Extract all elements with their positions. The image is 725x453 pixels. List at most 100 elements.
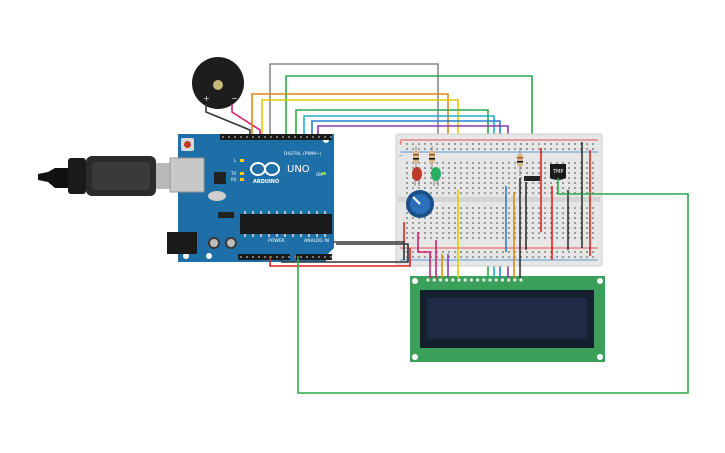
header-pin — [252, 256, 254, 258]
header-pin — [306, 256, 308, 258]
breadboard-hole — [418, 148, 420, 150]
breadboard-hole — [514, 212, 516, 214]
wire-gnd-black[interactable] — [281, 243, 409, 263]
header-pin — [222, 136, 224, 138]
wire-a0-dark[interactable] — [334, 241, 405, 260]
breadboard-hole — [436, 237, 438, 239]
resistor-icon[interactable] — [413, 146, 419, 170]
arduino-board[interactable]: ARDUINO UNO L TX RX ON DIGITAL (PWM~) PO… — [167, 134, 334, 262]
red-led-icon[interactable] — [412, 167, 422, 186]
wire-yellow[interactable] — [261, 99, 459, 150]
breadboard-hole — [454, 187, 456, 189]
breadboard-hole — [442, 167, 444, 169]
breadboard-hole — [502, 251, 504, 253]
wire-lcd-1[interactable] — [417, 232, 431, 278]
breadboard-hole — [538, 172, 540, 174]
breadboard-hole — [490, 172, 492, 174]
wire-5v-red[interactable] — [269, 248, 411, 267]
breadboard-hole — [514, 222, 516, 224]
wire-buzzer-minus[interactable] — [231, 104, 261, 137]
breadboard-hole — [538, 182, 540, 184]
breadboard-hole — [406, 237, 408, 239]
breadboard-hole — [556, 143, 558, 145]
breadboard-hole — [592, 207, 594, 209]
breadboard-hole — [502, 237, 504, 239]
breadboard-hole — [568, 237, 570, 239]
breadboard-hole — [406, 172, 408, 174]
breadboard-hole — [442, 172, 444, 174]
breadboard-hole — [544, 182, 546, 184]
breadboard-hole — [532, 237, 534, 239]
breadboard-hole — [484, 177, 486, 179]
breadboard-hole — [436, 212, 438, 214]
header-pin — [324, 256, 326, 258]
breadboard-hole — [568, 162, 570, 164]
breadboard-hole — [592, 256, 594, 258]
breadboard-hole — [496, 251, 498, 253]
breadboard-hole — [514, 237, 516, 239]
breadboard-hole — [478, 182, 480, 184]
breadboard-hole — [478, 143, 480, 145]
breadboard-hole — [574, 237, 576, 239]
buzzer-icon[interactable]: + − — [192, 57, 244, 109]
breadboard-hole — [502, 143, 504, 145]
breadboard-hole — [556, 217, 558, 219]
resistor-icon[interactable] — [517, 148, 523, 176]
breadboard-hole — [538, 222, 540, 224]
breadboard-hole — [562, 237, 564, 239]
breadboard-hole — [580, 148, 582, 150]
breadboard-hole — [508, 237, 510, 239]
breadboard-hole — [466, 256, 468, 258]
green-led-icon[interactable] — [431, 167, 441, 186]
breadboard-hole — [574, 143, 576, 145]
breadboard-hole — [496, 192, 498, 194]
breadboard-hole — [568, 148, 570, 150]
breadboard-hole — [478, 217, 480, 219]
breadboard-hole — [466, 222, 468, 224]
breadboard-hole — [424, 148, 426, 150]
breadboard-hole — [520, 148, 522, 150]
breadboard-hole — [496, 256, 498, 258]
breadboard-hole — [424, 182, 426, 184]
breadboard-hole — [478, 172, 480, 174]
lcd-pin — [482, 278, 486, 282]
breadboard-hole — [442, 217, 444, 219]
breadboard-hole — [568, 172, 570, 174]
lcd-pin — [432, 278, 436, 282]
wire-green-top[interactable] — [285, 75, 533, 178]
breadboard-hole — [466, 192, 468, 194]
breadboard-hole — [490, 177, 492, 179]
resistor-icon[interactable] — [429, 146, 435, 170]
wire-sensor-green[interactable] — [297, 178, 689, 394]
breadboard-hole — [508, 192, 510, 194]
breadboard-hole — [580, 212, 582, 214]
temperature-sensor-icon[interactable]: TMP — [550, 164, 566, 180]
breadboard-hole — [538, 162, 540, 164]
breadboard-hole — [556, 182, 558, 184]
breadboard-hole — [478, 187, 480, 189]
lcd-pin — [494, 278, 498, 282]
potentiometer-icon[interactable] — [406, 190, 434, 218]
breadboard-hole — [490, 182, 492, 184]
breadboard-hole — [430, 232, 432, 234]
wire-orange[interactable] — [251, 93, 449, 150]
breadboard-hole — [406, 256, 408, 258]
power-jack — [167, 232, 197, 254]
breadboard-hole — [544, 177, 546, 179]
breadboard-hole — [436, 148, 438, 150]
transistor-icon[interactable] — [524, 176, 540, 181]
breadboard-hole — [448, 232, 450, 234]
breadboard-hole — [526, 207, 528, 209]
breadboard-hole — [448, 172, 450, 174]
breadboard-hole — [550, 227, 552, 229]
breadboard-hole — [508, 217, 510, 219]
lcd-display[interactable] — [410, 276, 605, 362]
breadboard-hole — [412, 237, 414, 239]
breadboard-hole — [556, 207, 558, 209]
breadboard-hole — [466, 237, 468, 239]
breadboard-hole — [580, 232, 582, 234]
breadboard-hole — [406, 217, 408, 219]
breadboard-hole — [460, 207, 462, 209]
breadboard-hole — [508, 227, 510, 229]
wire-buzzer-plus[interactable] — [205, 104, 251, 137]
